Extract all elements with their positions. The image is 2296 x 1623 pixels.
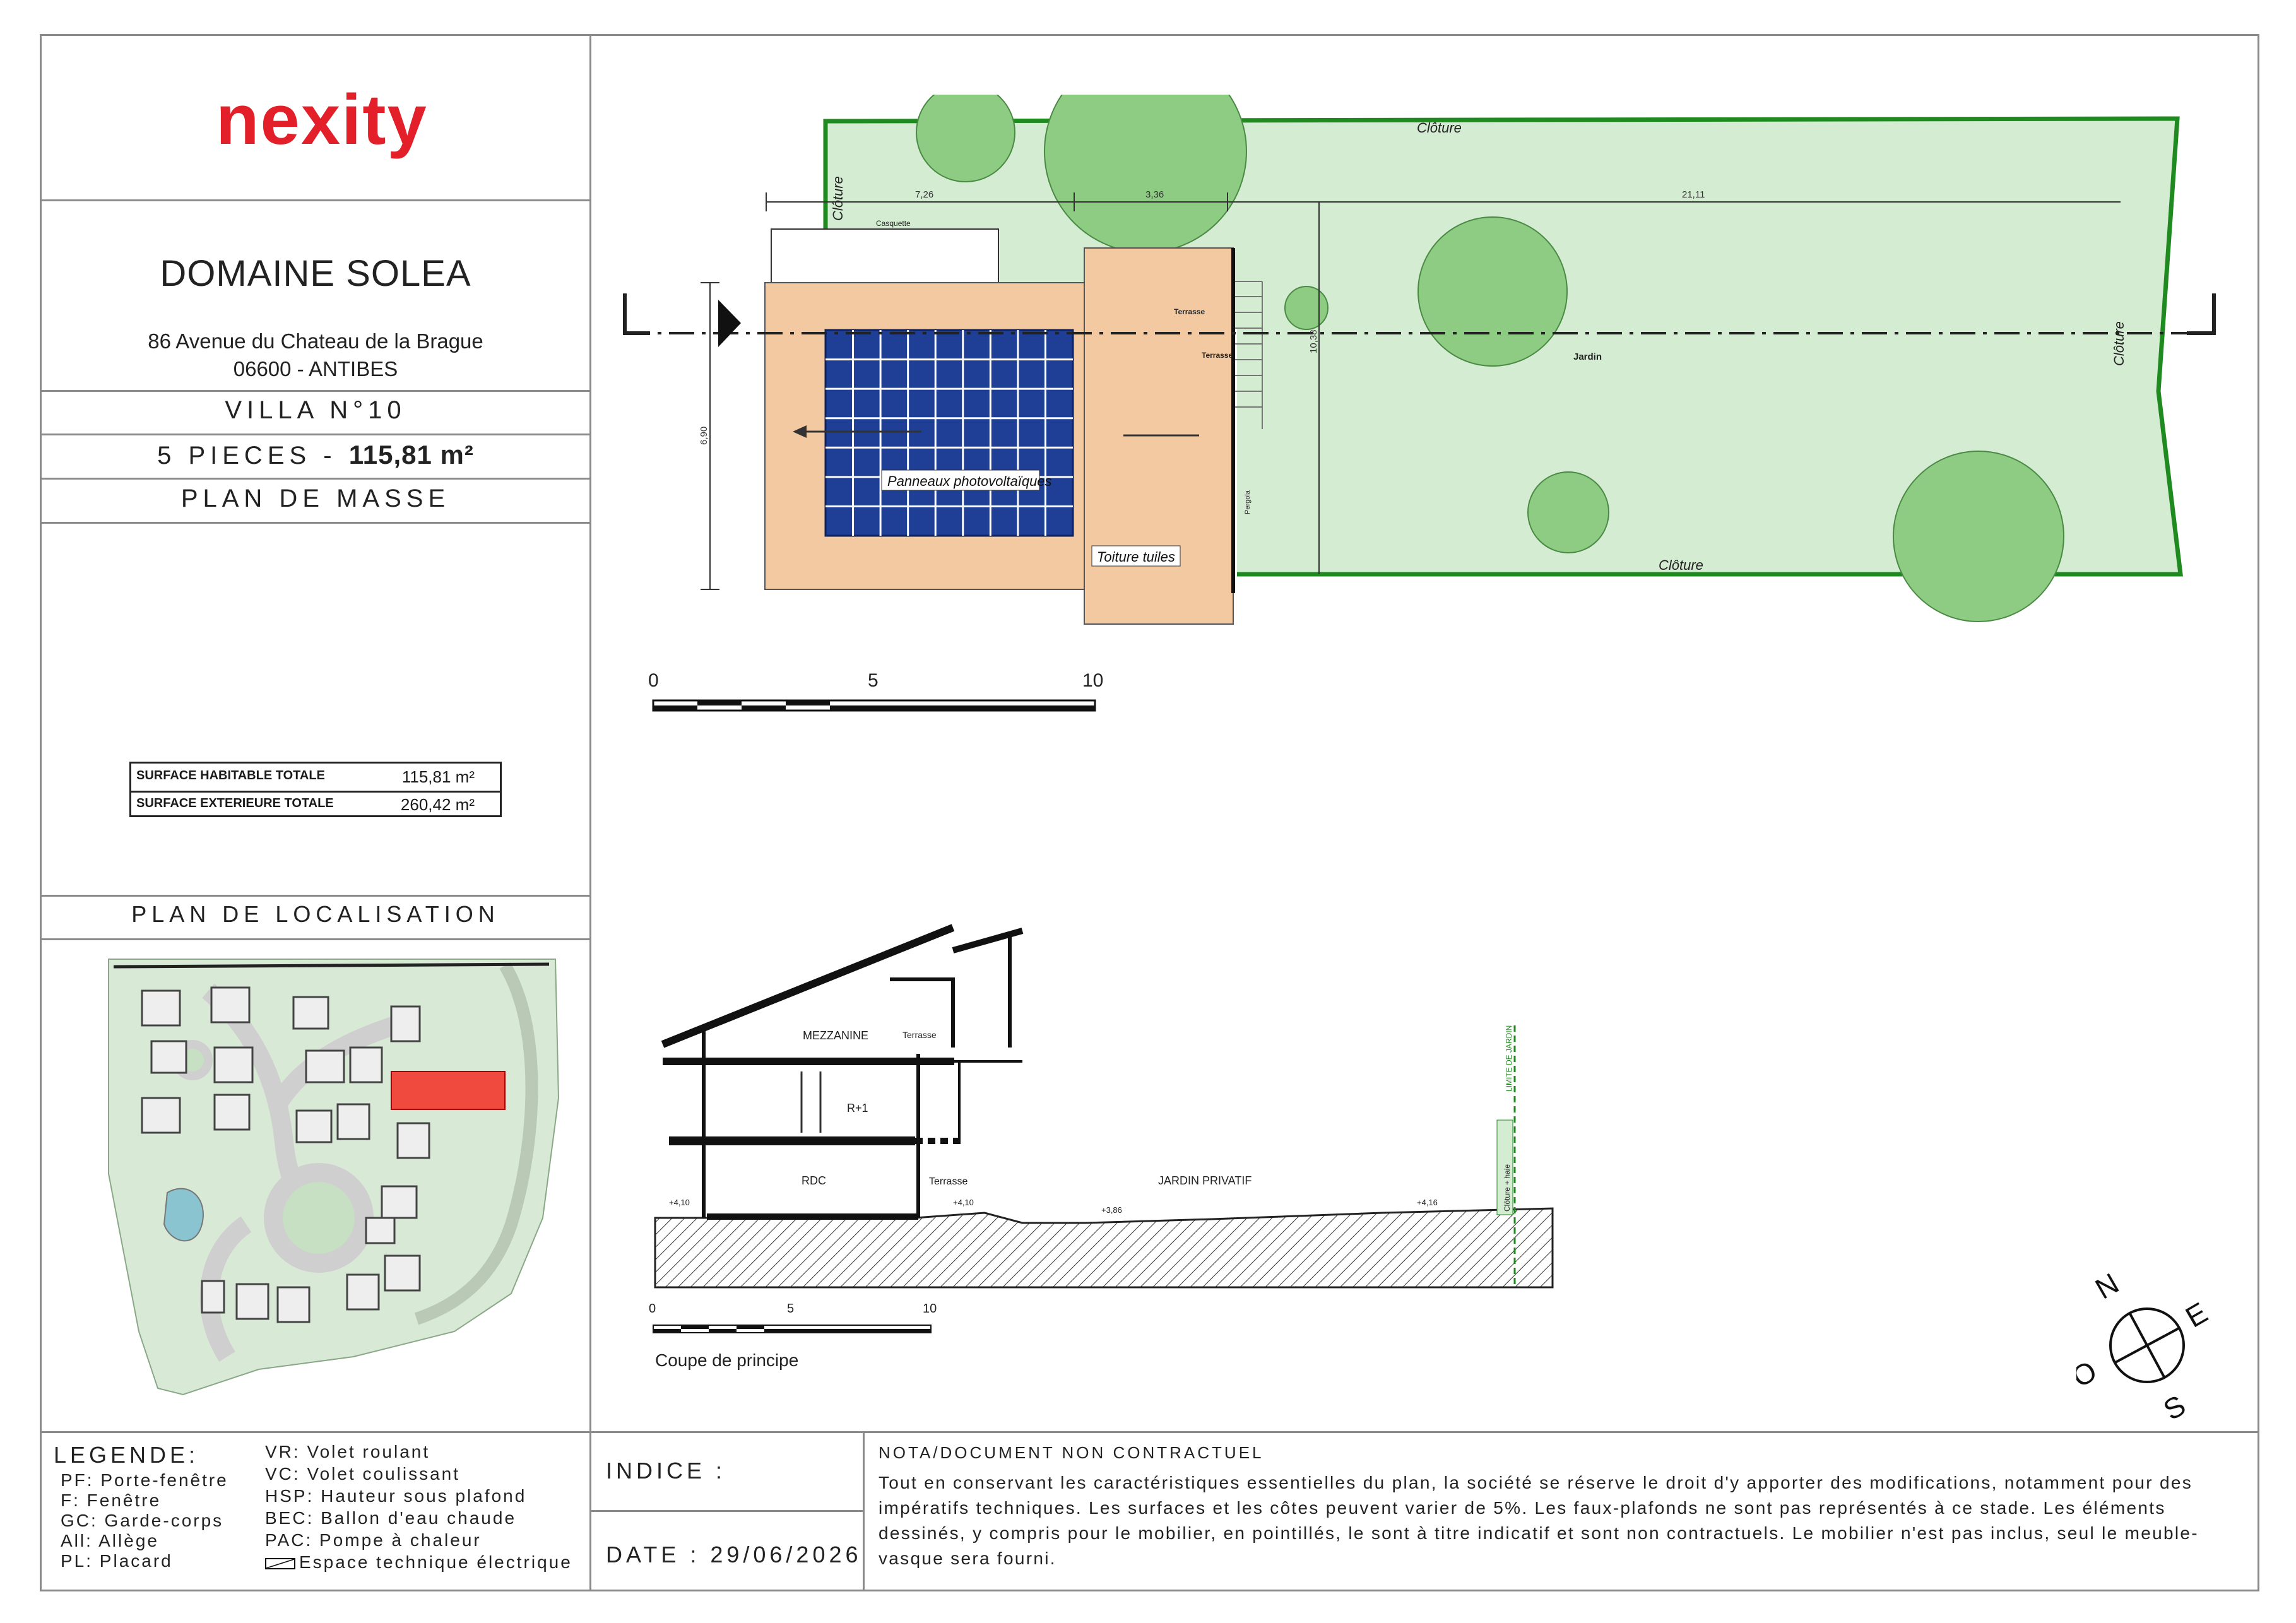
left-column-divider [589,34,591,1591]
panneaux-label: Panneaux photovoltaïques [887,473,1052,489]
surfaces-divider [40,895,590,897]
section-scale-5: 5 [787,1302,794,1316]
coupe-de-principe: MEZZANINE Terrasse R+1 RDC Terrasse JARD… [649,924,1554,1370]
footer-divider-2 [863,1431,865,1591]
surface-value: 260,42 m² [400,795,475,814]
legend-item-ete: Espace technique électrique [265,1551,572,1573]
dim-height-right: 10,38 [1308,329,1319,353]
pergola-label: Pergola [1244,490,1252,514]
legend-item: GC: Garde-corps [61,1511,224,1530]
casquette-label: Casquette [876,219,911,228]
dim-height-left: 6,90 [699,427,709,445]
limite-label: LIMITE DE JARDIN [1505,1025,1513,1092]
pieces-divider [40,478,590,480]
cloture-bottom-label: Clôture [1659,557,1703,573]
legend-title: LEGENDE: [54,1442,199,1468]
footer-divider [40,1431,2259,1433]
nota-title: NOTA/DOCUMENT NON CONTRACTUEL [879,1443,1264,1462]
compass: N E S O [2076,1266,2213,1427]
legend-item: PAC: Pompe à chaleur [265,1530,482,1550]
casquette [771,228,999,288]
dim-1: 7,26 [915,189,933,200]
scale-label-0: 0 [648,670,659,691]
level-3: +3,86 [1101,1205,1122,1215]
address-line2: 06600 - ANTIBES [233,357,398,381]
terrasse-label: Terrasse [929,1176,968,1187]
scale-label-5: 5 [868,670,879,691]
terrasse-label: Terrasse [1174,307,1205,316]
dim-3: 21,11 [1682,189,1705,200]
toiture-label: Toiture tuiles [1097,549,1175,565]
dim-2: 3,36 [1145,189,1164,200]
date-label: DATE : 29/06/2026 [606,1542,862,1567]
jardin-privatif-label: JARDIN PRIVATIF [1158,1174,1252,1187]
plan-title-divider [40,522,590,524]
terrasse-label-2: Terrasse [1202,351,1233,360]
legend-item: VR: Volet roulant [265,1442,430,1461]
cloture-left-label: Clôture [830,176,846,221]
compass-o: O [2076,1354,2102,1394]
r1-label: R+1 [847,1102,868,1114]
cloture-haie-label: Clôture + haie [1503,1164,1512,1212]
localisation-divider [40,938,590,940]
indice-date-divider [589,1510,863,1512]
electric-box-icon [265,1557,295,1569]
scale-label-10: 10 [1082,670,1103,691]
compass-s: S [2158,1388,2191,1426]
localisation-map [108,959,560,1396]
legend-col1: PF: Porte-fenêtre F: Fenêtre GC: Garde-c… [61,1470,228,1571]
legend-item: All: Allège [61,1531,159,1550]
address-divider [40,390,590,392]
jardin-label: Jardin [1573,351,1602,362]
terrasse-top-label: Terrasse [902,1030,937,1040]
mezzanine-label: MEZZANINE [803,1029,868,1042]
legend-item-label: Espace technique électrique [299,1552,572,1572]
pieces-area: 5 PIECES - 115,81 m² [42,440,589,470]
surface-value: 115,81 m² [401,767,475,786]
compass-e: E [2180,1295,2213,1333]
legend-item: F: Fenêtre [61,1490,162,1510]
nota-text: Tout en conservant les caractéristiques … [879,1473,2199,1568]
solar-panels [824,329,1074,537]
legend-item: BEC: Ballon d'eau chaude [265,1508,517,1528]
legend-col2: VR: Volet roulant VC: Volet coulissant H… [265,1441,572,1573]
section-scale-0: 0 [649,1302,656,1316]
address-line1: 86 Avenue du Chateau de la Brague [148,329,483,353]
surface-row-exterieure: SURFACE EXTERIEURE TOTALE 260,42 m² [131,791,500,818]
surface-label: SURFACE EXTERIEURE TOTALE [136,796,334,810]
nexity-logo: nexity [216,80,428,159]
logo-divider [40,199,590,201]
surface-label: SURFACE HABITABLE TOTALE [136,769,325,782]
scale-bar-plan: 0 5 10 [648,670,1103,712]
sheet-frame [40,34,2259,1591]
project-name: DOMAINE SOLEA [160,253,471,294]
cloture-right-label: Clôture [2111,321,2127,366]
section-scale-10: 10 [923,1302,937,1316]
compass-n: N [2090,1266,2124,1306]
level-4: +4,16 [1417,1198,1438,1207]
section-caption: Coupe de principe [655,1350,798,1370]
legend-item: PF: Porte-fenêtre [61,1470,228,1490]
surface-row-habitable: SURFACE HABITABLE TOTALE 115,81 m² [131,764,500,793]
area-value: 115,81 m² [348,440,474,469]
surface-table: SURFACE HABITABLE TOTALE 115,81 m² SURFA… [129,762,502,817]
cloture-top-label: Clôture [1417,120,1462,136]
level-1: +4,10 [669,1198,690,1207]
plan-de-masse: Clôture Clôture Clôture Clôture Jardin C… [623,95,2216,688]
villa-divider [40,434,590,435]
legend-item: HSP: Hauteur sous plafond [265,1486,527,1506]
level-2: +4,10 [953,1198,974,1207]
plan-title: PLAN DE MASSE [180,485,451,512]
legend-item: VC: Volet coulissant [265,1464,461,1484]
rdc-label: RDC [802,1174,826,1187]
pieces-label: 5 PIECES - [157,442,337,469]
indice-label: INDICE : [606,1458,726,1484]
legend-item: PL: Placard [61,1551,173,1571]
localisation-title: PLAN DE LOCALISATION [131,901,500,927]
villa-number: VILLA N°10 [225,396,406,424]
